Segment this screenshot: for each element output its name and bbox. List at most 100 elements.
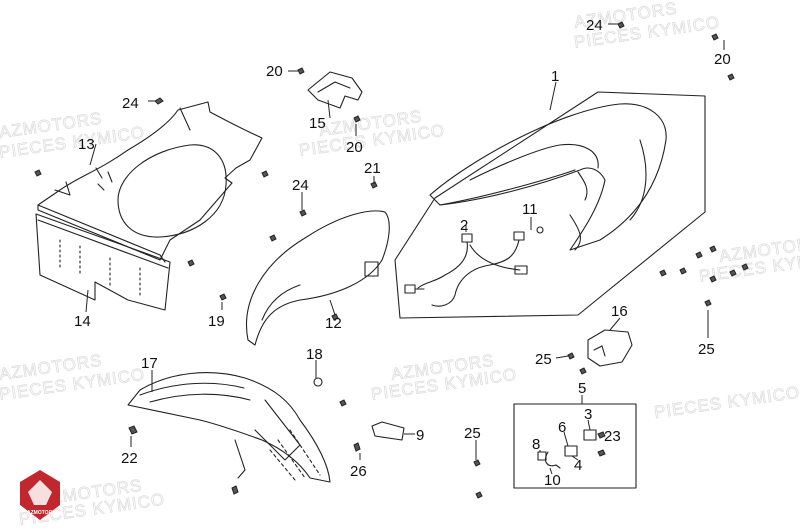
leader-10 bbox=[549, 467, 553, 475]
bulb-11 bbox=[536, 226, 544, 234]
callout-8: 8 bbox=[532, 436, 540, 453]
screw-b bbox=[261, 170, 269, 178]
panel-13-slots bbox=[95, 167, 113, 191]
screw-f bbox=[659, 269, 667, 277]
screw-23 bbox=[597, 431, 606, 439]
part-5-group bbox=[513, 395, 637, 489]
leader-3 bbox=[587, 419, 591, 431]
callout-15: 15 bbox=[309, 115, 326, 132]
screw-j bbox=[709, 275, 717, 283]
panel-13-outline bbox=[37, 101, 263, 261]
socket-3 bbox=[583, 429, 597, 441]
fender-17-stay bbox=[234, 439, 246, 479]
screw-25b bbox=[567, 352, 575, 360]
callout-1: 1 bbox=[551, 68, 559, 85]
fastener-group bbox=[34, 21, 749, 499]
wire-c bbox=[469, 244, 521, 271]
screw-19 bbox=[219, 293, 227, 301]
leader-4 bbox=[571, 455, 579, 461]
panel-12-inner bbox=[261, 284, 301, 321]
bracket-15 bbox=[307, 71, 363, 109]
wire-a bbox=[417, 241, 468, 289]
screw-d bbox=[269, 234, 277, 242]
screw-l bbox=[741, 263, 749, 271]
screw-20a bbox=[297, 67, 305, 75]
plate-9 bbox=[371, 421, 405, 441]
callout-6: 6 bbox=[558, 419, 566, 436]
seat-shape bbox=[429, 103, 667, 251]
callout-12: 12 bbox=[325, 315, 342, 332]
screw-h bbox=[695, 251, 703, 259]
callout-10: 10 bbox=[544, 472, 561, 489]
callout-14: 14 bbox=[74, 313, 91, 330]
callout-26: 26 bbox=[350, 463, 367, 480]
part-15-bracket bbox=[307, 71, 363, 109]
plug-b bbox=[514, 265, 528, 275]
group-box-5 bbox=[513, 403, 637, 489]
callout-13: 13 bbox=[78, 136, 95, 153]
logo-text: AZMOTORS bbox=[27, 510, 56, 516]
nut-26 bbox=[353, 442, 361, 452]
callout-17: 17 bbox=[141, 355, 158, 372]
panel-12-clip bbox=[364, 261, 379, 277]
callout-20b: 20 bbox=[346, 139, 363, 156]
screw-24b bbox=[299, 209, 307, 217]
screw-20c bbox=[711, 33, 719, 41]
screw-25c bbox=[473, 459, 481, 467]
washer-18 bbox=[313, 377, 323, 387]
callout-24c: 24 bbox=[586, 17, 603, 34]
seat-side bbox=[629, 139, 647, 221]
callout-5: 5 bbox=[578, 380, 586, 397]
group-outline-1 bbox=[394, 91, 706, 319]
fender-17-rib-a bbox=[139, 382, 245, 396]
callout-18: 18 bbox=[306, 346, 323, 363]
connector-2 bbox=[461, 233, 473, 243]
part-5-internals bbox=[537, 419, 606, 475]
screw-24a bbox=[154, 97, 164, 105]
seat-hinge bbox=[569, 214, 581, 251]
part-14-mudflap bbox=[35, 213, 171, 311]
screw-25d bbox=[475, 491, 483, 499]
part-2-11-wiring bbox=[404, 217, 544, 307]
leader-14 bbox=[85, 289, 89, 313]
flap-14-line bbox=[37, 219, 169, 269]
fender-17-grid bbox=[269, 429, 321, 481]
callout-2: 2 bbox=[460, 217, 468, 234]
callout-24a: 24 bbox=[122, 95, 139, 112]
fender-17-rib-b bbox=[149, 393, 251, 403]
wire-b bbox=[431, 239, 520, 307]
flap-14-outline bbox=[35, 213, 171, 311]
cover-16-detail bbox=[593, 345, 606, 357]
callout-16: 16 bbox=[611, 303, 628, 320]
callout-24b: 24 bbox=[292, 177, 309, 194]
plug-a bbox=[404, 284, 416, 294]
callout-25c: 25 bbox=[464, 425, 481, 442]
panel-13-opening bbox=[117, 144, 227, 238]
connector-11 bbox=[513, 231, 525, 241]
seat-frame-line bbox=[439, 169, 576, 206]
brand-logo: AZMOTORS bbox=[20, 470, 60, 520]
part-17-fender bbox=[127, 372, 331, 483]
watermark-line2: PIECES KYMICO bbox=[653, 383, 800, 422]
callout-19: 19 bbox=[208, 313, 225, 330]
callout-labels: 1 2 3 4 5 6 8 9 10 11 12 13 14 15 16 17 … bbox=[74, 17, 731, 489]
leader-25b bbox=[555, 355, 569, 359]
leader-15 bbox=[327, 99, 331, 119]
cover-16 bbox=[587, 329, 633, 367]
callout-25a: 25 bbox=[698, 341, 715, 358]
panel-13-tab bbox=[54, 181, 71, 196]
screw-x bbox=[597, 449, 606, 457]
logo-emblem-icon bbox=[28, 480, 52, 505]
screw-k bbox=[729, 269, 737, 277]
callout-20c: 20 bbox=[714, 51, 731, 68]
callout-11: 11 bbox=[522, 201, 538, 218]
leader-12 bbox=[329, 299, 336, 316]
screw-i bbox=[709, 245, 717, 253]
panel-12-outline bbox=[246, 210, 390, 346]
callout-25b: 25 bbox=[535, 351, 552, 368]
part-9-plate bbox=[371, 421, 415, 441]
screw-20b bbox=[353, 115, 361, 123]
bulb-8 bbox=[537, 451, 547, 461]
